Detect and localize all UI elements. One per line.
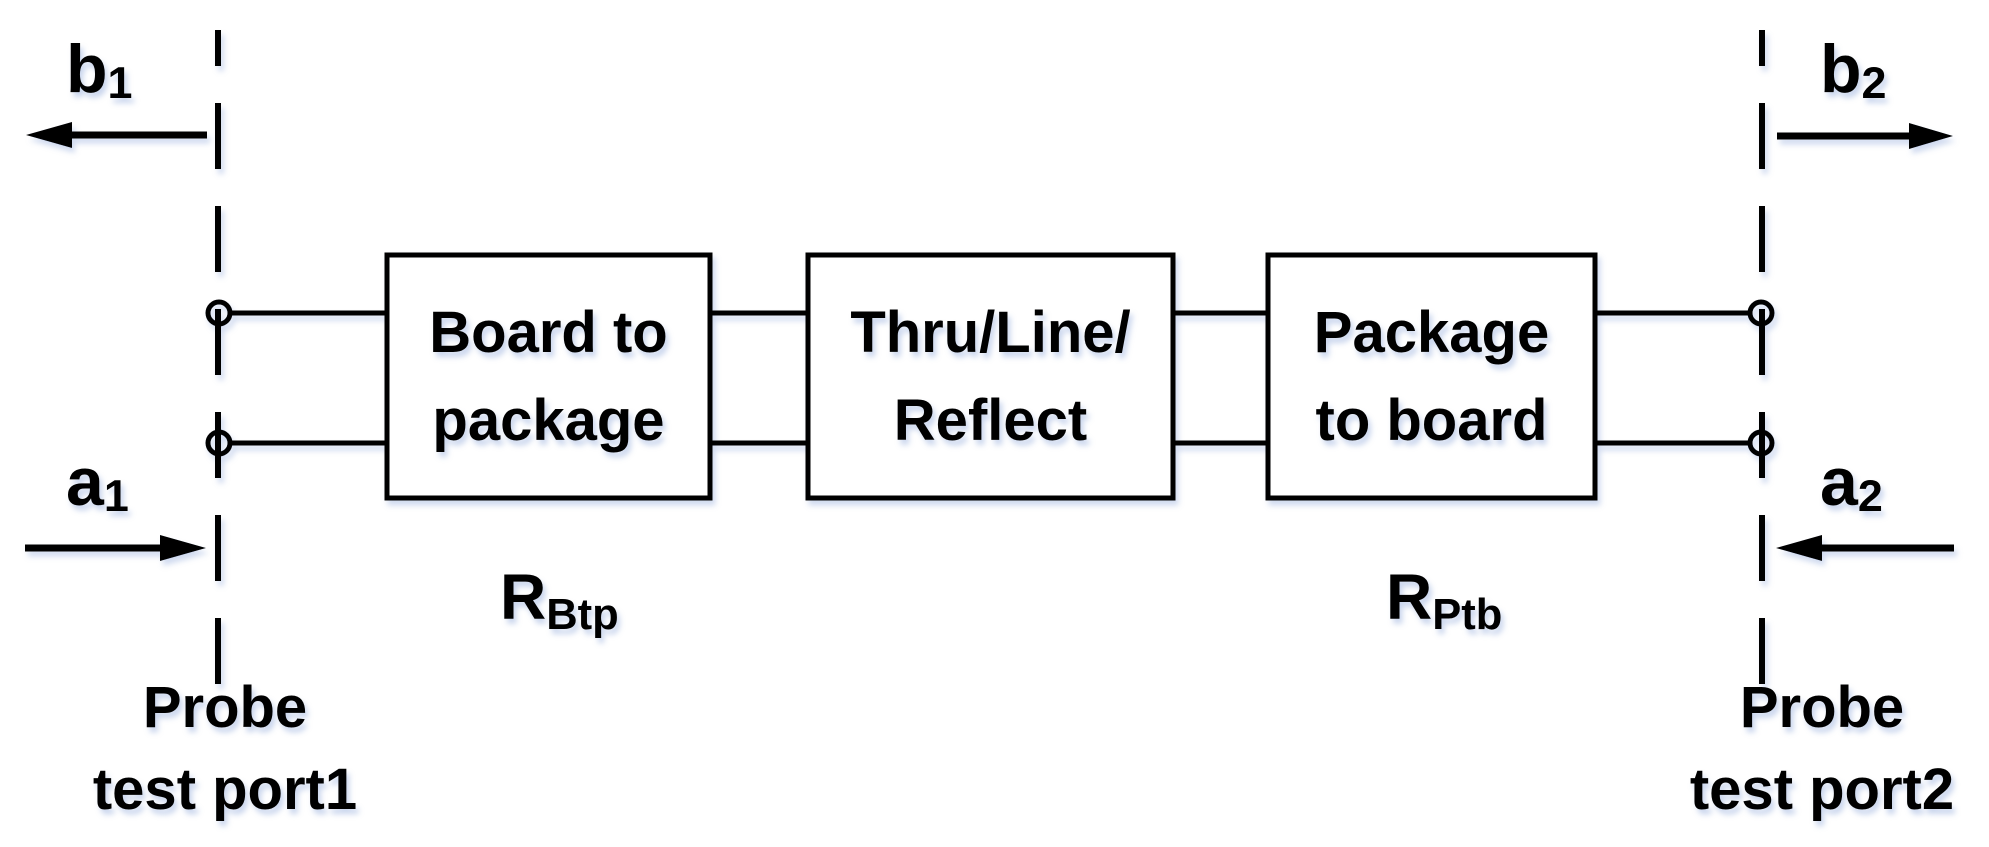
r-btp-subscript: Btp (546, 590, 619, 639)
wave-a2-subscript: 2 (1857, 470, 1883, 522)
port2-terminal-bottom (1747, 429, 1775, 457)
r-ptb-label: RPtb (1386, 562, 1502, 640)
probe-test-port1-caption: Probe test port1 (58, 667, 392, 831)
probe-test-port2-line2: test port2 (1689, 757, 1955, 822)
r-btp-base: R (500, 561, 547, 633)
wave-b1-arrow (26, 122, 207, 148)
board-to-package-label: Board to package (387, 255, 710, 498)
thru-line-reflect-line1: Thru/Line/ (850, 299, 1131, 365)
package-to-board-line2: to board (1315, 387, 1548, 453)
board-to-package-line1: Board to (429, 299, 668, 365)
port2-terminal-top (1747, 299, 1775, 327)
wave-a2-base: a (1820, 444, 1858, 520)
wave-a1-subscript: 1 (103, 470, 129, 522)
wave-b2-arrow (1777, 123, 1953, 149)
package-to-board-label: Package to board (1268, 255, 1595, 498)
wave-a2-label: a2 (1820, 445, 1883, 527)
wave-b2-subscript: 2 (1861, 57, 1887, 109)
wave-a1-label: a1 (66, 445, 129, 527)
port1-terminal-top (205, 299, 233, 327)
probe-test-port1-line2: test port1 (92, 757, 358, 822)
package-to-board-box (1265, 252, 1598, 501)
probe-test-port2-line1: Probe (1739, 675, 1905, 740)
wave-b1-subscript: 1 (107, 57, 133, 109)
wave-b1-label: b1 (66, 32, 133, 114)
probe-test-port2-caption: Probe test port2 (1655, 667, 1989, 831)
wave-a1-arrow (25, 535, 206, 561)
r-ptb-base: R (1386, 561, 1433, 633)
port1-terminal-bottom (205, 429, 233, 457)
wave-b1-base: b (66, 31, 108, 107)
board-to-package-line2: package (432, 387, 665, 453)
thru-line-reflect-label: Thru/Line/ Reflect (808, 255, 1173, 498)
probe-test-port1-line1: Probe (142, 675, 308, 740)
wave-b2-base: b (1820, 31, 1862, 107)
wave-a1-base: a (66, 444, 104, 520)
package-to-board-line1: Package (1313, 299, 1550, 365)
r-btp-label: RBtp (500, 562, 619, 640)
board-to-package-box (384, 252, 713, 501)
wave-a2-arrow (1776, 535, 1954, 561)
thru-line-reflect-box (805, 252, 1176, 501)
wave-b2-label: b2 (1820, 32, 1887, 114)
thru-line-reflect-line2: Reflect (893, 387, 1088, 453)
r-ptb-subscript: Ptb (1432, 590, 1503, 639)
